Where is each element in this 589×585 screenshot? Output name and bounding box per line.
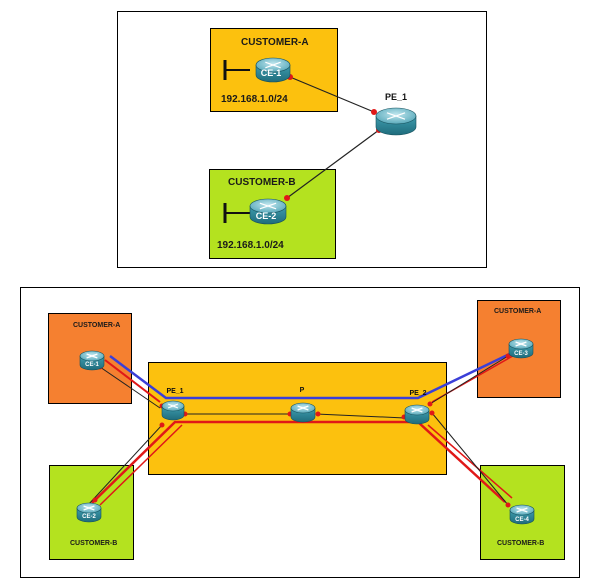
core-port-dots xyxy=(92,353,511,508)
lan-endpoint-ce1 xyxy=(223,60,250,80)
router-pe1-bottom-name: PE_1 xyxy=(166,388,183,395)
router-ce1-top-label: CE-1 xyxy=(261,68,282,78)
customer-b-label-left: CUSTOMER-B xyxy=(70,540,118,547)
router-ce4-bottom-label: CE-4 xyxy=(515,517,529,523)
customer-a-label-left: CUSTOMER-A xyxy=(73,322,121,329)
link-ce1-pe1 xyxy=(287,74,377,115)
router-ce2-bottom[interactable] xyxy=(76,502,102,523)
link-ce2-pe1 xyxy=(284,127,382,201)
router-ce2-bottom-label: CE-2 xyxy=(82,514,96,520)
router-ce1-bottom-label: CE-1 xyxy=(85,362,99,368)
customer-b-secondary-path xyxy=(99,424,183,506)
router-p-bottom[interactable] xyxy=(290,402,316,423)
customer-a-network-label: 192.168.1.0/24 xyxy=(221,94,288,105)
router-p-bottom-name: P xyxy=(300,387,305,394)
router-ce2-top-label: CE-2 xyxy=(256,211,277,221)
customer-a-vpn-path xyxy=(109,346,523,400)
lan-endpoint-ce2 xyxy=(223,203,250,223)
customer-a-return-path xyxy=(104,359,161,403)
router-ce3-bottom-label: CE-3 xyxy=(514,351,528,357)
customer-a-label-right: CUSTOMER-A xyxy=(494,308,542,315)
customer-b-right-secondary-path xyxy=(427,424,513,499)
customer-b-label-top: CUSTOMER-B xyxy=(228,177,296,188)
router-ce1-bottom[interactable] xyxy=(79,350,105,371)
router-pe2-bottom[interactable] xyxy=(404,404,430,425)
router-pe2-bottom-name: PE_2 xyxy=(409,390,426,397)
customer-b-site-right xyxy=(480,465,565,560)
router-ce4-bottom[interactable] xyxy=(509,504,535,525)
customer-a-label-top: CUSTOMER-A xyxy=(241,37,309,48)
customer-b-label-right: CUSTOMER-B xyxy=(497,540,545,547)
router-ce3-bottom[interactable] xyxy=(508,338,534,359)
customer-b-network-label: 192.168.1.0/24 xyxy=(217,240,284,251)
core-links xyxy=(87,355,509,506)
router-ce1-top[interactable] xyxy=(255,57,291,83)
router-pe1-top[interactable] xyxy=(375,107,417,136)
router-ce2-top[interactable] xyxy=(249,198,287,225)
router-pe1-bottom[interactable] xyxy=(161,400,185,421)
router-pe1-top-name: PE_1 xyxy=(385,92,407,102)
